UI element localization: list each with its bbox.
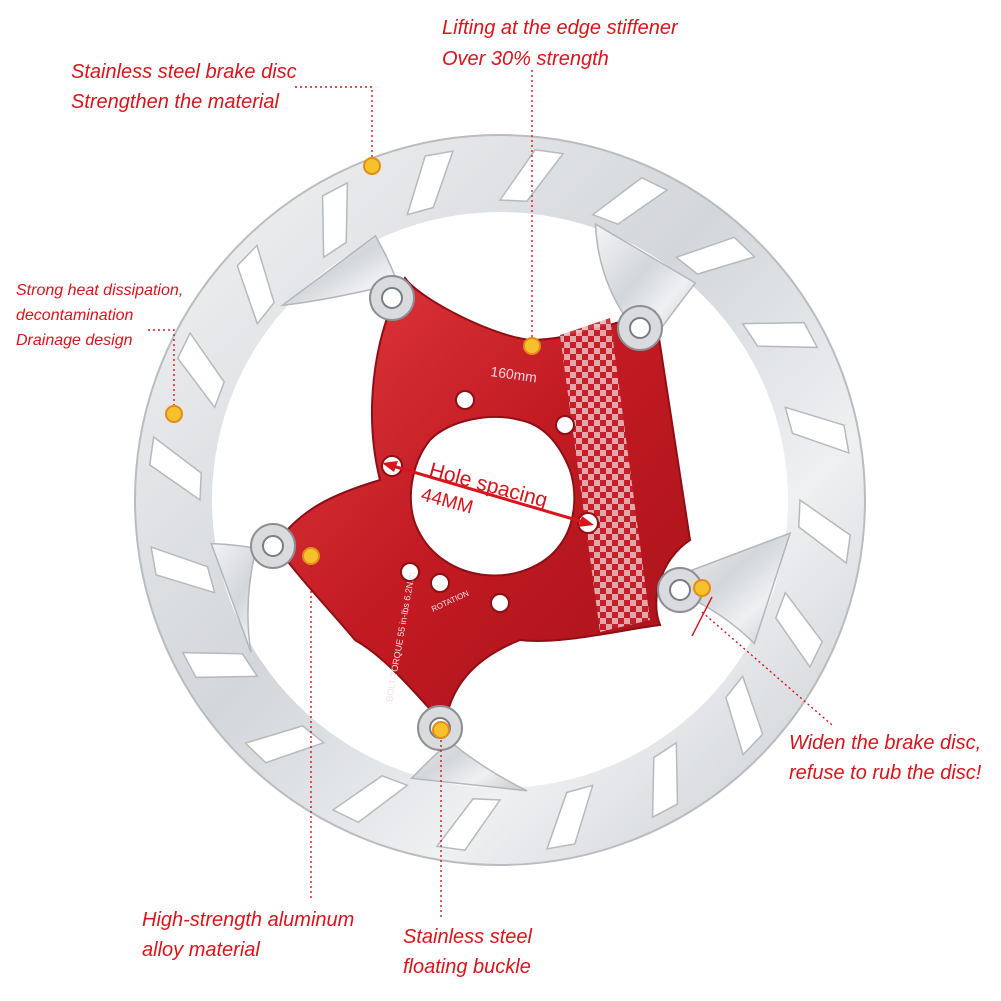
callout-line: Drainage design	[16, 331, 133, 349]
callout-line: Strengthen the material	[71, 91, 279, 113]
disc-arms	[210, 222, 792, 792]
hole-spacing-arrow	[382, 461, 594, 527]
callout-line: alloy material	[142, 939, 260, 961]
vent-slot	[651, 741, 679, 819]
callout-line: Over 30% strength	[442, 48, 609, 70]
vent-slot	[176, 331, 226, 409]
callout-edge-stiffener: Lifting at the edge stiffener Over 30% s…	[442, 13, 678, 75]
callout-floating-buckle: Stainless steel floating buckle	[403, 922, 532, 982]
callout-stainless-disc: Stainless steel brake disc Strengthen th…	[71, 57, 297, 117]
callout-line: Widen the brake disc,	[789, 732, 982, 754]
callout-line: Stainless steel brake disc	[71, 61, 297, 83]
vent-slot	[674, 236, 756, 275]
vent-slot	[331, 774, 409, 824]
vent-slot	[725, 674, 764, 756]
callout-line: decontamination	[16, 306, 134, 324]
vent-slot	[545, 784, 594, 850]
disc-arm	[664, 531, 792, 645]
vent-slot	[244, 725, 326, 764]
callout-line: floating buckle	[403, 956, 531, 978]
vent-slot	[321, 181, 349, 259]
vent-slot	[784, 406, 850, 455]
size-label: 160mm	[490, 363, 538, 385]
vent-slot	[181, 651, 259, 679]
callout-heat-dissipation: Strong heat dissipation, decontamination…	[16, 279, 183, 353]
vent-slot	[150, 545, 216, 594]
widen-marker-line	[691, 596, 713, 637]
callout-aluminum: High-strength aluminum alloy material	[142, 905, 354, 965]
callout-line: Stainless steel	[403, 926, 532, 948]
disc-arm	[594, 222, 697, 340]
vent-slot	[435, 798, 502, 852]
vent-slot	[406, 150, 455, 216]
floating-buckles	[250, 275, 703, 751]
callout-markers	[165, 157, 711, 739]
vent-slot	[774, 591, 824, 669]
callout-line: refuse to rub the disc!	[789, 762, 982, 784]
vent-slot	[591, 176, 669, 226]
callout-widen-disc: Widen the brake disc, refuse to rub the …	[789, 728, 981, 788]
leader-lines	[148, 70, 833, 918]
callout-line: Strong heat dissipation,	[16, 282, 184, 299]
ventilation-slots	[148, 148, 852, 852]
vent-slot	[798, 498, 852, 565]
vent-slot	[741, 321, 819, 349]
vent-slot	[148, 435, 202, 502]
callout-line: High-strength aluminum	[142, 909, 355, 931]
callout-line: Lifting at the edge stiffener	[442, 17, 678, 39]
vent-slot	[236, 244, 275, 326]
